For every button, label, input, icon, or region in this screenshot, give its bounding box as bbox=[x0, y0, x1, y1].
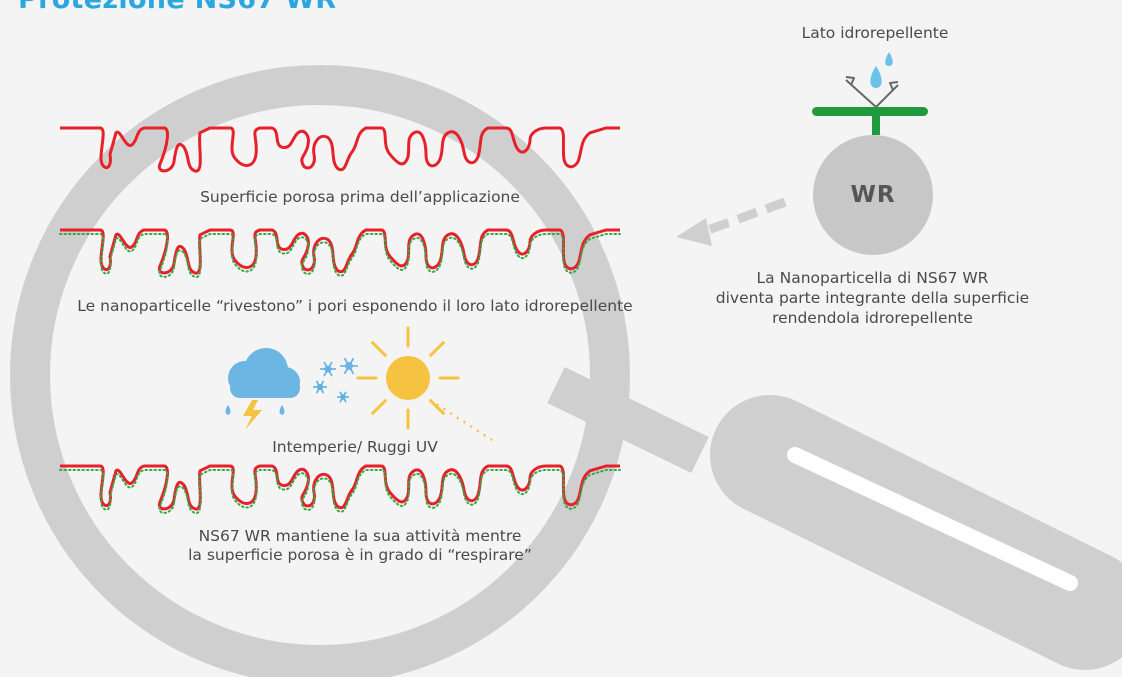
surface-weathered-line bbox=[60, 466, 620, 509]
snowflake-icon bbox=[337, 391, 349, 403]
label-result-line2: la superficie porosa è in grado di “resp… bbox=[188, 546, 532, 564]
page-title: Protezione NS67 WR bbox=[18, 0, 336, 15]
label-description-line3: rendendola idrorepellente bbox=[772, 309, 973, 327]
magnifier-handle-highlight bbox=[787, 447, 1078, 591]
sun-ray bbox=[429, 399, 445, 415]
magnifier-ring bbox=[10, 65, 630, 677]
magnifier-neck bbox=[547, 367, 709, 473]
sun-icon bbox=[356, 326, 493, 442]
sun-ray bbox=[371, 399, 387, 415]
magnifier-handle bbox=[710, 395, 1122, 670]
surface-weathered-nanoparticles bbox=[60, 470, 620, 513]
water-drop-icon bbox=[885, 52, 893, 66]
label-result-line1: NS67 WR mantiene la sua attività mentre bbox=[198, 527, 522, 545]
arrow-left-icon bbox=[676, 197, 787, 246]
label-description-line2: diventa parte integrante della superfici… bbox=[715, 289, 1030, 307]
label-description: La Nanoparticella di NS67 WR diventa par… bbox=[680, 268, 1065, 328]
snowflake-icon bbox=[340, 357, 358, 375]
sun-ray bbox=[429, 341, 445, 357]
magnifier-icon bbox=[10, 65, 1122, 677]
surface-before-line bbox=[60, 128, 620, 171]
label-weathering: Intemperie/ Ruggi UV bbox=[272, 438, 438, 456]
label-hydrophobic-side: Lato idrorepellente bbox=[801, 24, 949, 42]
water-drop-icon bbox=[870, 66, 882, 88]
snowflake-icon bbox=[320, 361, 336, 377]
label-description-line1: La Nanoparticella di NS67 WR bbox=[756, 269, 989, 287]
label-nanoparticles-coat: Le nanoparticelle “rivestono” i pori esp… bbox=[77, 297, 633, 315]
label-result: NS67 WR mantiene la sua attività mentre … bbox=[150, 527, 570, 565]
porous-surfaces bbox=[60, 128, 620, 513]
snowflake-icon bbox=[313, 380, 327, 394]
sun-ray bbox=[371, 341, 387, 357]
hydrophobic-side-icon bbox=[812, 52, 928, 135]
label-surface-before: Superficie porosa prima dell’applicazion… bbox=[200, 188, 520, 206]
cloud-rain-lightning-icon bbox=[225, 348, 300, 430]
snowflake-icon bbox=[313, 357, 358, 403]
surface-coated-nanoparticles bbox=[60, 234, 620, 277]
wr-nanoparticle: WR bbox=[813, 135, 933, 255]
surface-coated-line bbox=[60, 230, 620, 273]
